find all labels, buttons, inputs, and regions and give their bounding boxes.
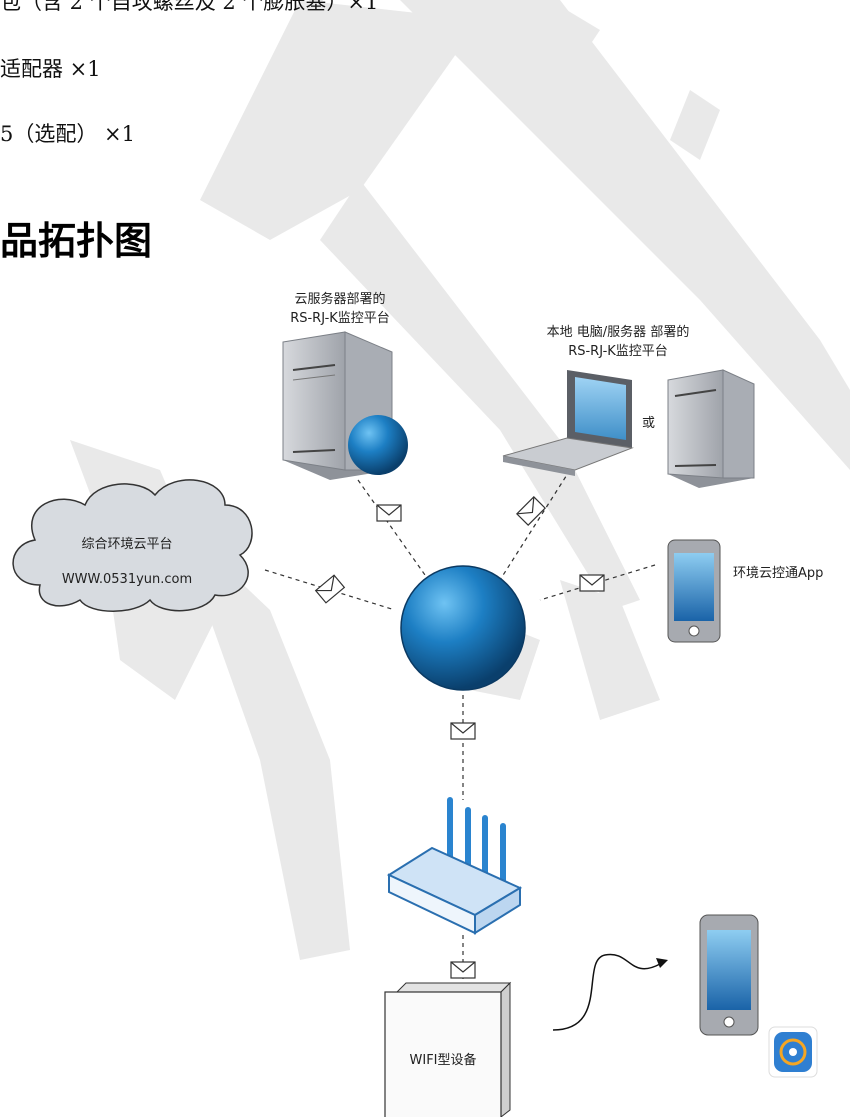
- or-label: 或: [642, 416, 655, 431]
- laptop-icon: [502, 370, 634, 476]
- local-server-icon: [667, 369, 755, 488]
- device-label: WIFI型设备: [410, 1052, 477, 1068]
- cloud-platform-icon: [12, 479, 253, 612]
- doc-line-adapter: 适配器 ×1: [0, 57, 101, 81]
- wifi-device-icon: [384, 981, 512, 1117]
- envelope-icon: [516, 496, 546, 526]
- cloud-platform-url: WWW.0531yun.com: [62, 572, 192, 587]
- envelope-icon: [450, 961, 476, 979]
- doc-line-accessories: 包（含 2 个自攻螺丝及 2 个膨胀塞）×1: [0, 0, 379, 14]
- internet-globe-icon: [400, 565, 526, 691]
- message-envelopes: [314, 496, 605, 979]
- app-logo-icon: [768, 1026, 818, 1078]
- arrow-to-phone: [552, 953, 668, 1031]
- section-title: 品拓扑图: [0, 218, 153, 263]
- phone-icon: [667, 539, 721, 643]
- cloud-server-icon: [282, 331, 408, 480]
- envelope-icon: [314, 574, 346, 604]
- link-cloud-server: [357, 479, 426, 576]
- cloud-platform-title: 综合环境云平台: [81, 537, 172, 552]
- envelope-icon: [376, 504, 402, 522]
- doc-line-optional: 5（选配） ×1: [0, 122, 135, 146]
- phone-icon-2: [699, 914, 759, 1036]
- cloud-server-label-1: 云服务器部署的: [294, 291, 385, 307]
- envelope-icon: [579, 574, 605, 592]
- envelope-icon: [450, 722, 476, 740]
- local-server-label-1: 本地 电脑/服务器 部署的: [547, 324, 690, 340]
- router-icon: [386, 797, 523, 935]
- app-label: 环境云控通App: [733, 566, 823, 581]
- link-cloud-platform: [264, 569, 396, 611]
- cloud-server-label-2: RS-RJ-K监控平台: [290, 311, 390, 326]
- link-local-server: [499, 469, 571, 581]
- local-server-label-2: RS-RJ-K监控平台: [568, 344, 668, 359]
